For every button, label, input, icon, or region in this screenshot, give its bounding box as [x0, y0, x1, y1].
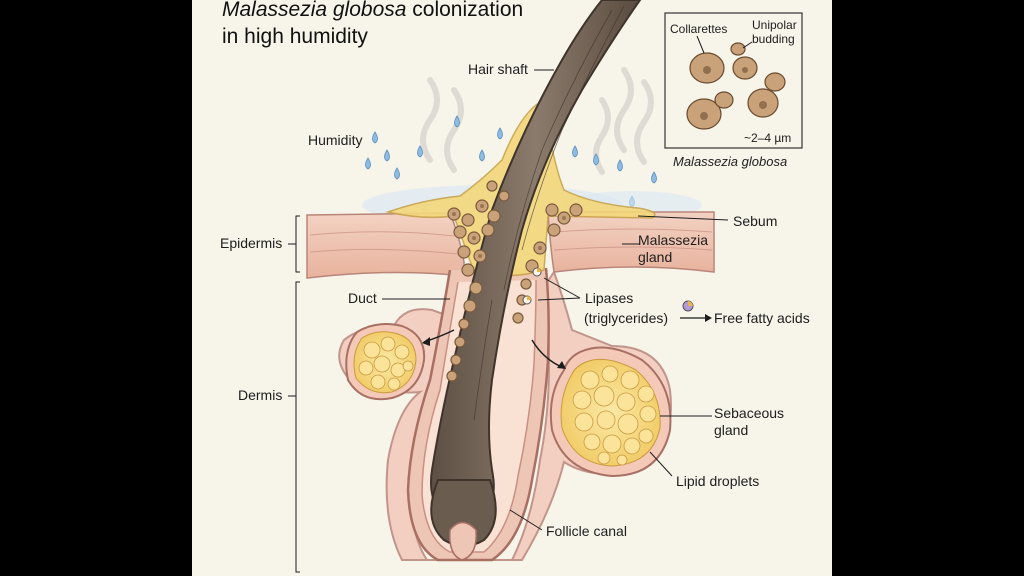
- label-malassezia-gland-2: gland: [638, 249, 673, 265]
- follicle-illustration: [288, 0, 803, 573]
- label-lipases: Lipases: [585, 290, 634, 306]
- epidermis-layer-right: [547, 211, 715, 273]
- humidity-droplets: [365, 115, 657, 240]
- leader-lines: [382, 69, 729, 531]
- title-rest: colonization: [406, 0, 524, 21]
- label-lipid-droplets: Lipid droplets: [676, 473, 760, 489]
- yeast-cells: [446, 180, 583, 382]
- label-hair-shaft: Hair shaft: [468, 61, 528, 77]
- inset-label-unipolar-1: Unipolar: [752, 18, 797, 32]
- label-duct: Duct: [348, 290, 377, 306]
- sebaceous-gland-left: [345, 323, 426, 401]
- diagram-panel: Malassezia globosa colonization in high …: [192, 0, 832, 576]
- steam-wisps: [420, 67, 654, 175]
- sebaceous-gland-right: [549, 346, 672, 478]
- inset-caption: Malassezia globosa: [673, 154, 788, 169]
- label-follicle-canal: Follicle canal: [546, 523, 627, 539]
- title-line2: in high humidity: [222, 25, 368, 48]
- label-humidity: Humidity: [308, 132, 363, 148]
- label-dermis: Dermis: [238, 387, 283, 403]
- label-malassezia-gland-1: Malassezia: [638, 232, 709, 248]
- diagram-title: Malassezia globosa colonization in high …: [222, 0, 523, 50]
- layer-brackets: [288, 215, 300, 573]
- label-sebaceous-2: gland: [714, 422, 749, 438]
- epidermis-layer: [306, 212, 465, 279]
- inset-label-unipolar-2: budding: [752, 32, 795, 46]
- ffa-arrow: [680, 300, 712, 322]
- inset-box: [664, 12, 803, 149]
- lipase-enzymes: [522, 267, 542, 305]
- label-sebaceous-1: Sebaceous: [714, 405, 785, 421]
- inset-label-collarettes: Collarettes: [670, 22, 728, 36]
- inset-label-size: ~2–4 µm: [744, 131, 792, 145]
- label-triglycerides: (triglycerides): [584, 310, 669, 326]
- label-sebum: Sebum: [733, 213, 778, 229]
- label-epidermis: Epidermis: [220, 235, 283, 251]
- title-species: Malassezia globosa: [222, 0, 407, 21]
- label-free-fatty-acids: Free fatty acids: [714, 310, 810, 326]
